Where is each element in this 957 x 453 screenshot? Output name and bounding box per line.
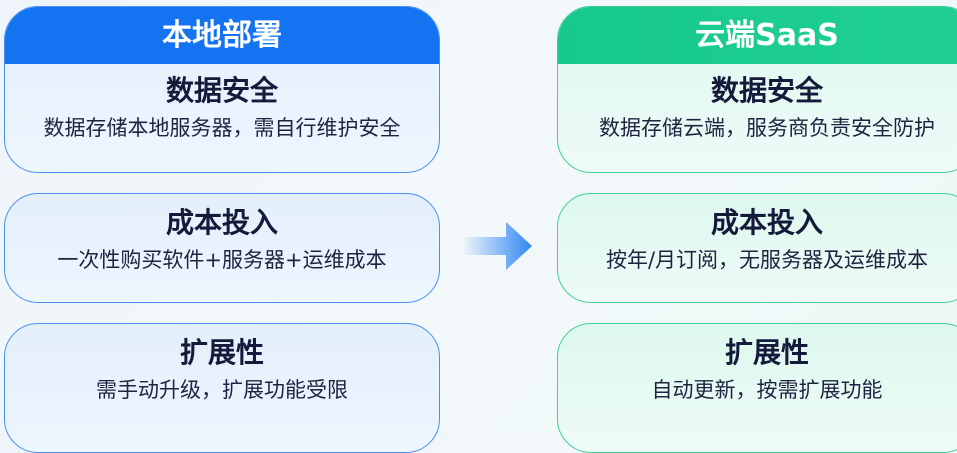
card-title: 扩展性 [724,336,809,369]
card-desc: 自动更新，按需扩展功能 [651,378,883,402]
card-title: 成本投入 [710,206,823,239]
local-cost-card: 成本投入 一次性购买软件+服务器+运维成本 [4,193,440,303]
saas-security-card: 云端SaaS 数据安全 数据存储云端，服务商负责安全防护 [557,6,957,173]
card-desc: 数据存储云端，服务商负责安全防护 [599,116,935,140]
saas-header: 云端SaaS [558,7,957,64]
local-header: 本地部署 [5,7,439,64]
card-desc: 一次性购买软件+服务器+运维成本 [57,248,387,272]
local-scalability-card: 扩展性 需手动升级，扩展功能受限 [4,323,440,453]
arrow-right-icon [462,222,532,270]
card-desc: 按年/月订阅，无服务器及运维成本 [605,248,929,272]
card-title: 数据安全 [710,74,823,107]
local-security-card: 本地部署 数据安全 数据存储本地服务器，需自行维护安全 [4,6,440,173]
card-desc: 需手动升级，扩展功能受限 [96,378,348,402]
card-title: 扩展性 [179,336,264,369]
saas-cost-card: 成本投入 按年/月订阅，无服务器及运维成本 [557,193,957,303]
card-title: 成本投入 [165,206,278,239]
card-title: 数据安全 [165,74,278,107]
card-desc: 数据存储本地服务器，需自行维护安全 [43,116,401,140]
saas-scalability-card: 扩展性 自动更新，按需扩展功能 [557,323,957,453]
